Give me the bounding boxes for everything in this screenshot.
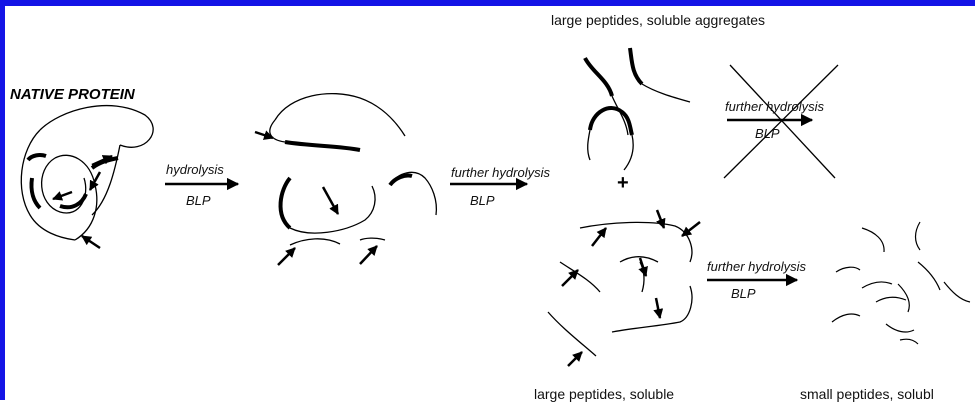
step-3-label: further hydrolysis [725,99,824,114]
aggregates-label: large peptides, soluble aggregates [551,12,765,28]
step-3-enzyme: BLP [755,126,780,141]
soluble-cleavage-arrows [562,210,700,366]
step-2-enzyme: BLP [470,193,495,208]
step-1-enzyme: BLP [186,193,211,208]
step-1-label: hydrolysis [166,162,224,177]
partial-cleavage-arrows [255,132,377,265]
small-peptides [832,222,970,344]
soluble-large-peptides [548,222,692,356]
step-4-label: further hydrolysis [707,259,806,274]
native-protein-title: NATIVE PROTEIN [10,86,135,103]
plus-sign: + [617,172,629,195]
step-4-enzyme: BLP [731,286,756,301]
blocked-pathway-cross [724,65,838,178]
native-protein-structure [21,106,153,240]
partially-hydrolyzed-structure [270,94,437,245]
soluble-aggregates [585,48,690,170]
step-2-label: further hydrolysis [451,165,550,180]
